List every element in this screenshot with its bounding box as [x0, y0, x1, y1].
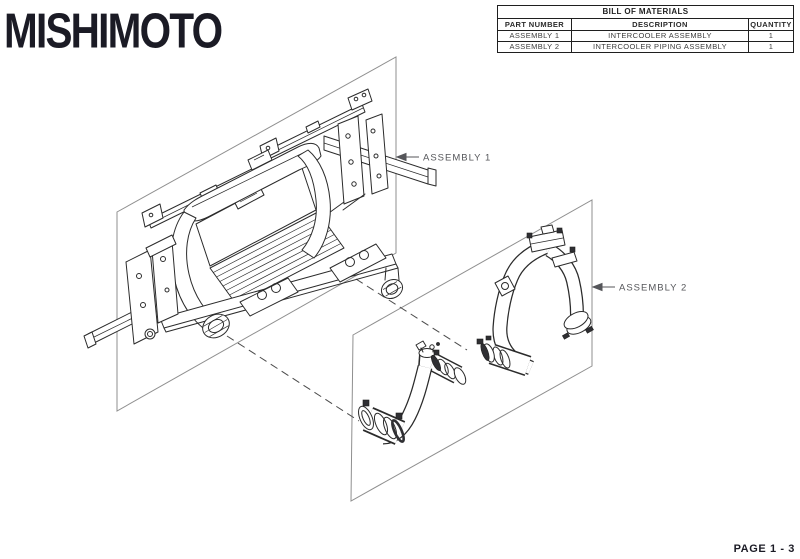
alignment-dash-line [226, 335, 360, 422]
upper-pipe [476, 224, 594, 376]
lower-bracket-plate-right [329, 243, 387, 283]
pipe-top-cap [526, 224, 566, 253]
leader-arrowhead [591, 282, 603, 292]
intercooler-assembly-drawing [83, 88, 437, 349]
page-number: PAGE 1 - 3 [733, 543, 795, 555]
left-roller [202, 313, 230, 339]
assembly-2-panel [350, 199, 593, 502]
lower-pipe [358, 340, 467, 445]
frame-beam [321, 113, 437, 219]
bill-of-materials-table: BILL OF MATERIALS PART NUMBER DESCRIPTIO… [496, 5, 795, 53]
bom-cell-quantity: 1 [747, 41, 795, 53]
mishimoto-logo: MISHIMOTO [4, 3, 223, 59]
table-row: ASSEMBLY 1 INTERCOOLER ASSEMBLY 1 [497, 30, 795, 42]
right-roller [380, 278, 404, 300]
table-row: ASSEMBLY 2 INTERCOOLER PIPING ASSEMBLY 1 [497, 41, 795, 53]
assembly-2-label: ASSEMBLY 2 [619, 283, 687, 294]
assembly-2-callout: ASSEMBLY 2 [591, 282, 687, 294]
lower-bracket-plate-left [239, 277, 299, 317]
assembly-1-callout: ASSEMBLY 1 [395, 152, 491, 164]
sensor-fittings [415, 340, 440, 353]
alignment-dash-line [344, 271, 468, 351]
assembly-1-panel [116, 56, 397, 412]
intercooler-right-end-tank [297, 149, 331, 259]
hose-clamp [551, 246, 578, 268]
assembly-1-label: ASSEMBLY 1 [423, 153, 491, 164]
left-frame-bracket [83, 234, 179, 349]
sensor-boss [494, 275, 516, 297]
upper-bracket-rail-right [259, 88, 373, 160]
pipe-end-flange [563, 311, 592, 335]
intercooler-top-tube [183, 142, 322, 222]
piping-assembly-drawing [358, 224, 594, 445]
leader-arrowhead [395, 152, 407, 162]
